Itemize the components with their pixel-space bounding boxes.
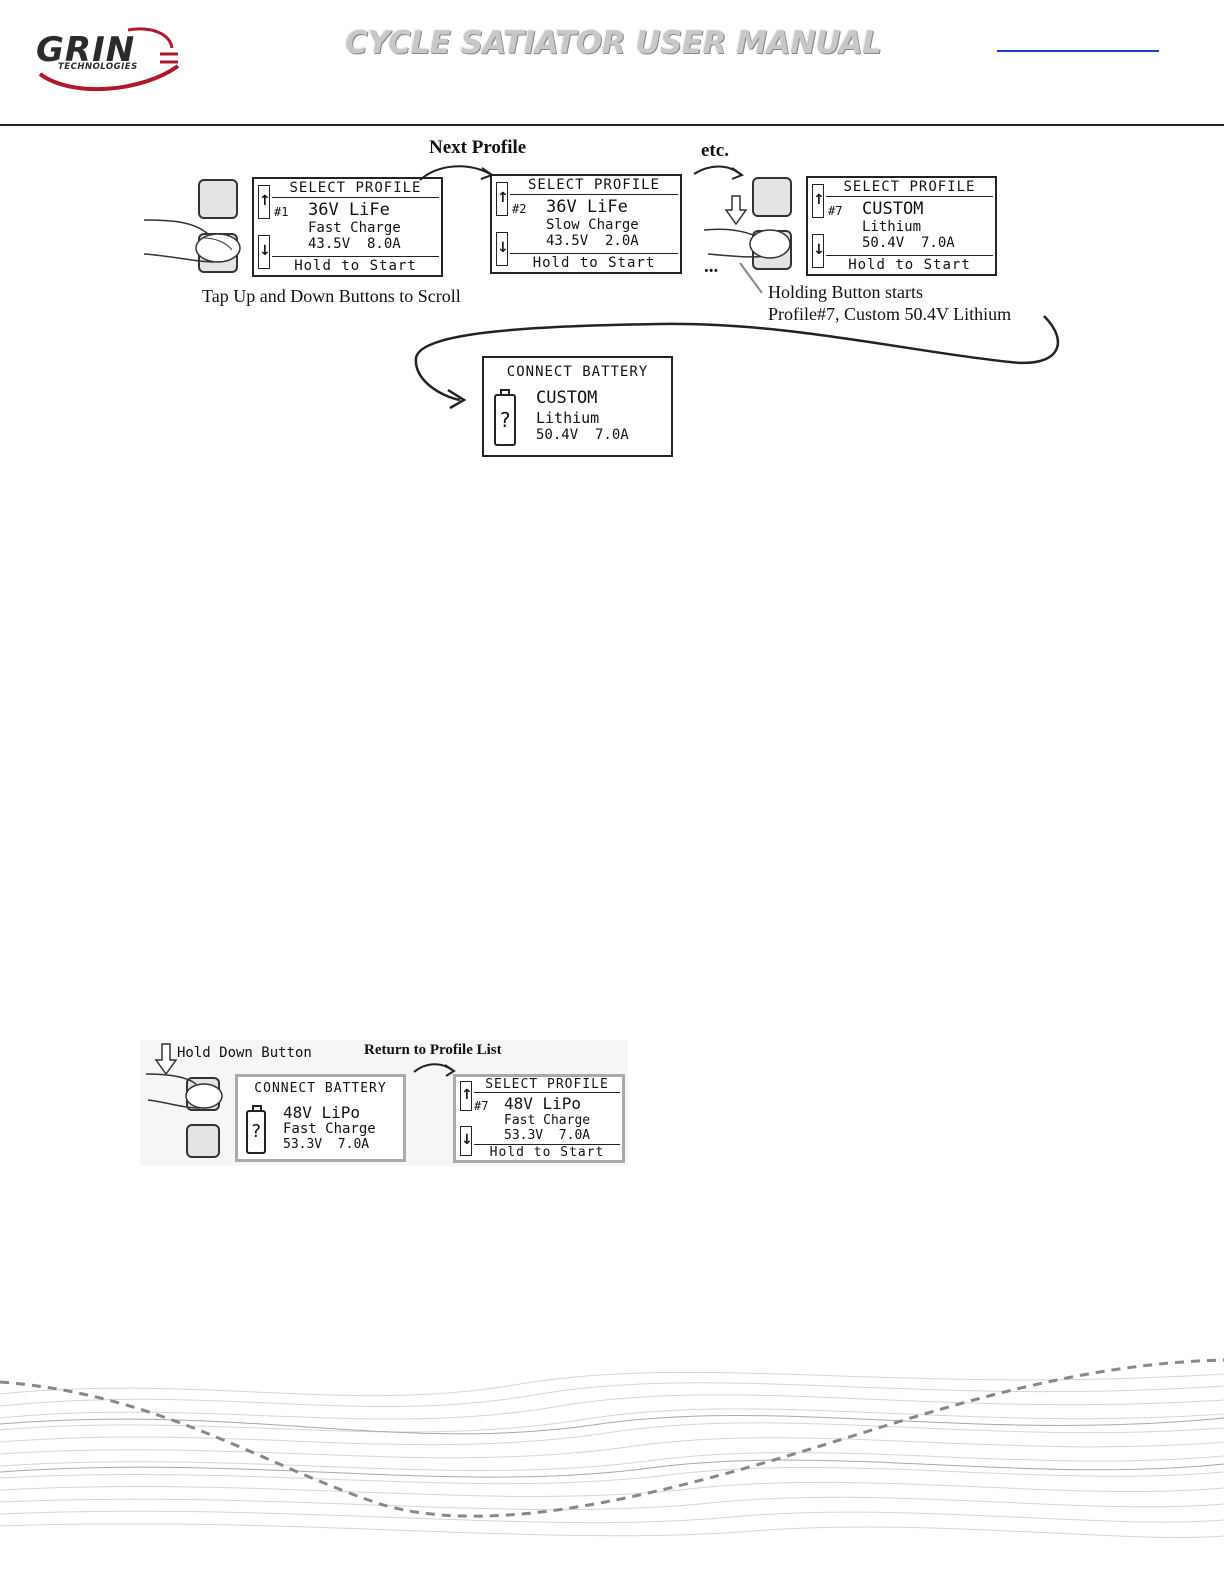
screen-header: CONNECT BATTERY bbox=[238, 1081, 403, 1096]
lcd-screen-profile-7-lipo: SELECT PROFILE ↑ ↓ #7 48V LiPo Fast Char… bbox=[453, 1074, 625, 1163]
profile-mode: Fast Charge bbox=[283, 1121, 376, 1137]
profile-values: 50.4V 7.0A bbox=[536, 427, 629, 443]
scroll-caption: Tap Up and Down Buttons to Scroll bbox=[202, 286, 461, 307]
up-button[interactable] bbox=[186, 1124, 220, 1158]
ellipsis: ... bbox=[704, 256, 718, 278]
scroll-down-indicator: ↓ bbox=[258, 235, 270, 269]
scroll-down-indicator: ↓ bbox=[460, 1126, 472, 1156]
arrow-down-icon: ↓ bbox=[259, 236, 269, 266]
arrow-up-icon: ↑ bbox=[813, 185, 823, 215]
next-arrow-icon bbox=[418, 160, 498, 190]
battery-unknown-icon: ? bbox=[246, 1110, 266, 1154]
screen-header: CONNECT BATTERY bbox=[484, 364, 671, 380]
profile-name: 48V LiPo bbox=[504, 1094, 581, 1113]
header-divider bbox=[0, 124, 1224, 126]
profile-name: CUSTOM bbox=[536, 388, 597, 408]
arrow-up-icon: ↑ bbox=[497, 183, 507, 213]
arrow-down-icon: ↓ bbox=[813, 235, 823, 265]
lcd-screen-connect-battery: CONNECT BATTERY ? CUSTOM Lithium 50.4V 7… bbox=[482, 356, 673, 457]
callout-line bbox=[738, 261, 768, 301]
etc-label: etc. bbox=[701, 140, 729, 162]
arrow-up-icon: ↑ bbox=[461, 1082, 471, 1108]
lcd-screen-connect-battery-2: CONNECT BATTERY ? 48V LiPo Fast Charge 5… bbox=[235, 1074, 406, 1162]
screen-footer: Hold to Start bbox=[510, 253, 678, 272]
logo-subtext: TECHNOLOGIES bbox=[58, 62, 138, 72]
battery-unknown-icon: ? bbox=[494, 394, 516, 446]
up-button[interactable] bbox=[198, 179, 238, 219]
header-link[interactable] bbox=[997, 50, 1159, 52]
profile-values: 53.3V 7.0A bbox=[504, 1128, 590, 1143]
next-profile-label: Next Profile bbox=[429, 137, 526, 159]
profile-number: #7 bbox=[474, 1099, 488, 1113]
profile-values: 43.5V 8.0A bbox=[308, 236, 401, 252]
arrow-down-icon: ↓ bbox=[497, 233, 507, 263]
profile-name: CUSTOM bbox=[862, 199, 923, 219]
lcd-screen-profile-2: SELECT PROFILE ↑ ↓ #2 36V LiFe Slow Char… bbox=[490, 174, 682, 274]
profile-mode: Fast Charge bbox=[308, 220, 401, 236]
scroll-up-indicator: ↑ bbox=[812, 184, 824, 218]
lcd-screen-profile-7: SELECT PROFILE ↑ ↓ #7 CUSTOM Lithium 50.… bbox=[806, 176, 997, 276]
screen-footer: Hold to Start bbox=[272, 256, 439, 275]
profile-name: 36V LiFe bbox=[308, 200, 390, 220]
scroll-up-indicator: ↑ bbox=[496, 182, 508, 216]
lcd-screen-profile-1: SELECT PROFILE ↑ ↓ #1 36V LiFe Fast Char… bbox=[252, 177, 443, 277]
document-title: CYCLE SATIATOR USER MANUAL bbox=[345, 25, 881, 61]
profile-values: 50.4V 7.0A bbox=[862, 235, 955, 251]
arrow-up-icon: ↑ bbox=[259, 186, 269, 216]
decorative-wave-footer bbox=[0, 1354, 1224, 1584]
screen-header: SELECT PROFILE bbox=[272, 179, 439, 198]
hold-caption-line1: Holding Button starts bbox=[768, 282, 923, 303]
profile-name: 36V LiFe bbox=[546, 197, 628, 217]
scroll-up-indicator: ↑ bbox=[258, 185, 270, 219]
screen-header: SELECT PROFILE bbox=[510, 176, 678, 195]
scroll-up-indicator: ↑ bbox=[460, 1081, 472, 1111]
etc-arrow-icon bbox=[692, 162, 752, 192]
hold-down-label: Hold Down Button bbox=[177, 1045, 312, 1061]
profile-name: 48V LiPo bbox=[283, 1103, 360, 1122]
finger-icon bbox=[144, 216, 244, 276]
figure-profile-selection: SELECT PROFILE ↑ ↓ #1 36V LiFe Fast Char… bbox=[0, 130, 1224, 470]
profile-mode: Lithium bbox=[536, 409, 599, 427]
screen-header: SELECT PROFILE bbox=[826, 178, 993, 197]
finger-icon bbox=[146, 1074, 236, 1124]
screen-footer: Hold to Start bbox=[474, 1144, 620, 1160]
scroll-down-indicator: ↓ bbox=[812, 234, 824, 268]
profile-number: #1 bbox=[274, 205, 288, 219]
screen-footer: Hold to Start bbox=[826, 255, 993, 274]
screen-header: SELECT PROFILE bbox=[474, 1077, 620, 1093]
scroll-down-indicator: ↓ bbox=[496, 232, 508, 266]
profile-number: #2 bbox=[512, 202, 526, 216]
profile-values: 53.3V 7.0A bbox=[283, 1137, 369, 1152]
profile-number: #7 bbox=[828, 204, 842, 218]
profile-mode: Fast Charge bbox=[504, 1113, 590, 1128]
profile-mode: Slow Charge bbox=[546, 217, 639, 233]
arrow-down-icon: ↓ bbox=[461, 1127, 471, 1153]
profile-mode: Lithium bbox=[862, 219, 921, 235]
profile-values: 43.5V 2.0A bbox=[546, 233, 639, 249]
return-label: Return to Profile List bbox=[364, 1042, 502, 1059]
